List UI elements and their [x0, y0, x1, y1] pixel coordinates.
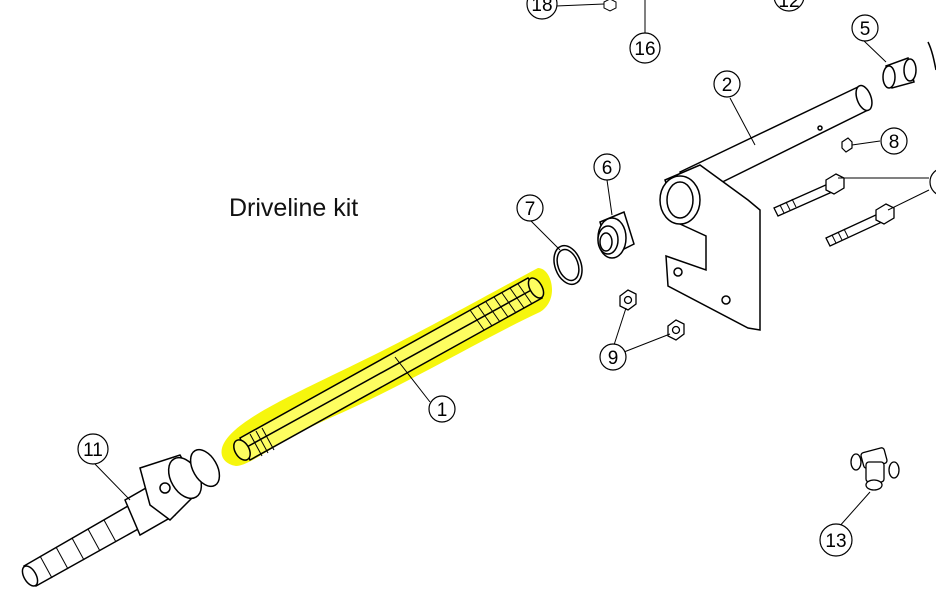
callout-18: 18: [526, 0, 558, 20]
diagram-title: Driveline kit: [229, 194, 359, 222]
nut-part-9-b: [667, 319, 685, 341]
bolt-upper: [773, 173, 845, 217]
svg-text:18: 18: [531, 0, 552, 16]
bolt-lower: [825, 203, 895, 247]
callout-7: 7: [516, 194, 544, 222]
u-joint-cross-part-13: [850, 447, 900, 491]
svg-text:1: 1: [437, 400, 448, 421]
callout-16: 16: [629, 32, 661, 64]
small-nut-part-18: [603, 0, 617, 12]
svg-text:11: 11: [83, 440, 103, 461]
partial-part-right-edge: [927, 41, 936, 71]
bearing-part-6: [597, 210, 635, 259]
svg-text:2: 2: [722, 75, 733, 96]
bushing-part-5: [882, 57, 917, 89]
callout-13: 13: [819, 523, 853, 557]
svg-text:5: 5: [860, 19, 871, 40]
callout-partial-right: [929, 169, 936, 195]
svg-text:7: 7: [525, 199, 536, 220]
grease-fitting-part-8: [841, 137, 853, 153]
callout-8: 8: [880, 127, 908, 155]
svg-text:6: 6: [602, 158, 613, 179]
callout-5: 5: [851, 14, 879, 42]
callout-2: 2: [713, 70, 741, 98]
callout-11: 11: [77, 433, 109, 465]
svg-text:9: 9: [608, 348, 619, 369]
leader-lines: [92, 0, 930, 529]
callout-1: 1: [428, 395, 456, 423]
callout-12: 12: [773, 0, 805, 12]
mounting-bracket-part-2: [659, 84, 873, 331]
shaft-part-1: [233, 277, 545, 462]
snap-ring-part-7: [553, 244, 583, 286]
callout-9: 9: [599, 343, 627, 371]
u-joint-shaft-part-11: [21, 448, 221, 588]
svg-text:16: 16: [634, 39, 655, 60]
nut-part-9-a: [619, 289, 637, 311]
svg-text:12: 12: [778, 0, 799, 12]
svg-text:8: 8: [889, 132, 900, 153]
callout-6: 6: [593, 153, 621, 181]
svg-text:13: 13: [825, 531, 846, 552]
